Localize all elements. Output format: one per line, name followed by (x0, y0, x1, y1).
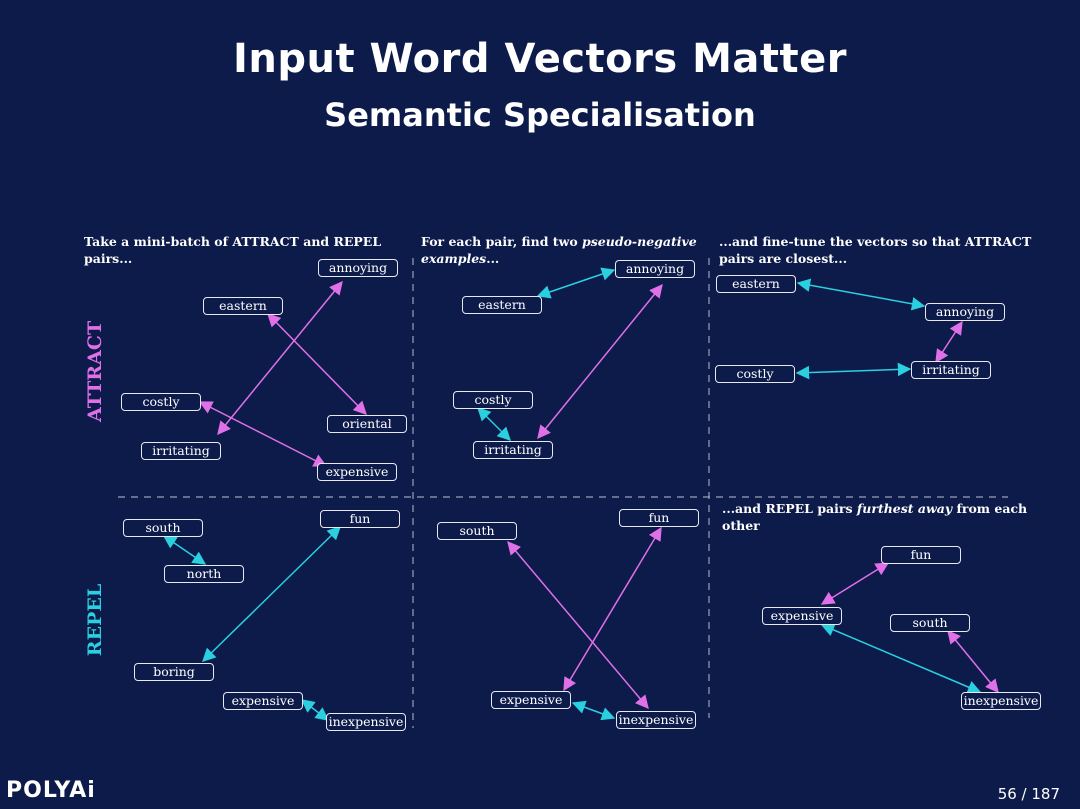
p4-fun-boring-arrow (202, 526, 341, 662)
slide-subtitle: Semantic Specialisation (324, 96, 756, 134)
caption-col2: For each pair, find two pseudo-negative … (421, 233, 731, 267)
page-counter: 56 / 187 (997, 785, 1060, 803)
caption-col3: ...and fine-tune the vectors so that ATT… (719, 234, 1032, 266)
word-costly: costly (453, 391, 533, 409)
word-annoying: annoying (318, 259, 398, 277)
p2-eastern-annoying-arrow (536, 267, 616, 299)
word-inexpensive: inexpensive (616, 711, 696, 729)
word-expensive: expensive (317, 463, 397, 481)
word-fun: fun (619, 509, 699, 527)
word-south: south (123, 519, 203, 537)
p3-annoying-irritating-arrow (935, 320, 963, 364)
word-inexpensive: inexpensive (326, 713, 406, 731)
word-irritating: irritating (911, 361, 991, 379)
word-costly: costly (121, 393, 201, 411)
word-annoying: annoying (615, 260, 695, 278)
caption-col2-suffix: ... (486, 251, 500, 266)
caption-col2-italic: pseudo-negative examples (421, 234, 697, 266)
caption-col3-repel-suffix: from each other (722, 501, 1028, 533)
word-annoying: annoying (925, 303, 1005, 321)
word-costly: costly (715, 365, 795, 383)
word-eastern: eastern (716, 275, 796, 293)
p3-costly-irritating-arrow (795, 362, 912, 380)
caption-col1: Take a mini-batch of ATTRACT and REPEL p… (84, 234, 382, 266)
word-eastern: eastern (203, 297, 283, 315)
p6-expensive-inexpensive-arrow (820, 623, 982, 694)
word-north: north (164, 565, 244, 583)
p6-south-inexpensive-arrow (947, 629, 999, 694)
p1-costly-expensive-arrow (198, 401, 328, 467)
word-expensive: expensive (223, 692, 303, 710)
p5-expensive-inexpensive-arrow (571, 700, 616, 721)
word-fun: fun (320, 510, 400, 528)
caption-col3-repel-italic: furthest away (856, 501, 953, 516)
word-fun: fun (881, 546, 961, 564)
word-irritating: irritating (473, 441, 553, 459)
word-south: south (890, 614, 970, 632)
caption-col2-prefix: For each pair, find two (421, 234, 583, 249)
word-irritating: irritating (141, 442, 221, 460)
p6-fun-expensive-arrow (820, 562, 890, 605)
word-south: south (437, 522, 517, 540)
p3-eastern-annoying-arrow (796, 278, 926, 311)
caption-col3-repel-prefix: ...and REPEL pairs (722, 501, 857, 516)
p4-south-north-arrow (162, 535, 207, 565)
p1-eastern-oriental-arrow (267, 313, 367, 415)
word-oriental: oriental (327, 415, 407, 433)
polyai-logo: POLYAi (6, 778, 96, 803)
word-expensive: expensive (491, 691, 571, 709)
slide-title: Input Word Vectors Matter (232, 36, 848, 82)
p2-annoying-irritating-arrow (537, 283, 663, 440)
p5-fun-expensive-arrow (563, 526, 662, 692)
p2-costly-irritating-arrow (477, 407, 511, 441)
word-eastern: eastern (462, 296, 542, 314)
word-inexpensive: inexpensive (961, 692, 1041, 710)
word-expensive: expensive (762, 607, 842, 625)
caption-col3-repel: ...and REPEL pairs furthest away from ea… (722, 500, 1052, 534)
word-boring: boring (134, 663, 214, 681)
p4-expensive-inexpensive-arrow (300, 699, 330, 721)
p5-south-inexpensive-arrow (507, 540, 649, 710)
